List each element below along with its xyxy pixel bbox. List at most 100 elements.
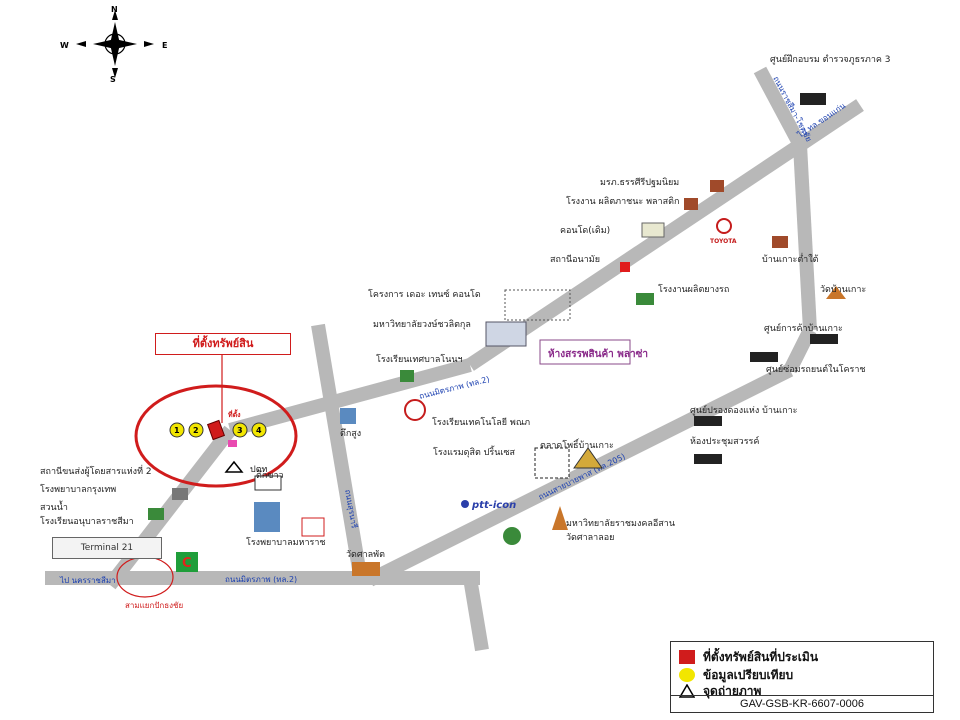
place-label: ศูนย์ฝึกอบรม ตำรวจภูธรภาค 3 [770, 53, 891, 65]
place-label: ห้องประชุมสวรรค์ [690, 435, 759, 447]
garage-icon [750, 352, 778, 362]
place-label: ปตท [250, 465, 268, 475]
place-label: โรงเรียนเทคโนโลยี พณภ [432, 417, 530, 428]
legend-comparable-swatch [679, 668, 695, 682]
place-label: บ้านเกาะต่ำใต้ [762, 252, 819, 265]
place-label: สถานีขนส่งผู้โดยสารแห่งที่ 2 [40, 464, 152, 477]
comparable-2[interactable] [188, 422, 204, 438]
place-label: โรงพยาบาลกรุงเทพ [40, 484, 116, 495]
compass-e-label: E [162, 41, 167, 50]
compass-rose: N S E W [60, 5, 167, 84]
compass-w-label: W [60, 41, 69, 50]
house-icon [772, 236, 788, 248]
comparable-1-label: 1 [174, 426, 180, 435]
road-to-korat [104, 425, 236, 590]
subject-label-box: ที่ตั้งทรัพย์สิน [155, 333, 291, 355]
photo-point-icon[interactable] [224, 460, 244, 473]
report-code: GAV-GSB-KR-6607-0006 [671, 695, 933, 712]
temple-icon [826, 286, 846, 299]
road-mittraphap-upper [228, 358, 472, 437]
temple-icon [552, 506, 568, 530]
compass-n-label: N [111, 5, 118, 14]
place-label: วัดบ้านเกาะ [820, 284, 866, 295]
place-label: โครงการ เดอะ เทนซ์ คอนโด [368, 288, 481, 300]
subject-circle [134, 384, 298, 488]
road-label-to-korat: ไป นครราชสีมา [59, 576, 116, 585]
place-label: ตึกขาว [256, 470, 284, 481]
place-label: วัดศาลาลอย [566, 533, 614, 543]
landmark-c-label: C [182, 556, 192, 571]
comparable-3[interactable] [232, 422, 248, 438]
road-label-mittraphap: ถนนมิตรภาพ (ทล.2) [225, 575, 297, 584]
building-icon [254, 475, 282, 491]
mall-icon [810, 334, 838, 344]
road-south [463, 576, 489, 652]
legend-photo-label: จุดถ่ายภาพ [703, 683, 762, 698]
hospital-icon [301, 517, 325, 537]
road-north-right [796, 99, 864, 151]
university-icon [503, 527, 521, 545]
hospital-icon [254, 502, 280, 532]
hospital-icon [620, 262, 630, 272]
place-label: มหาวิทยาลัยวงษ์ชวลิตกุล [373, 318, 471, 330]
legend-subject-swatch [679, 650, 695, 664]
legend-subject-label: ที่ตั้งทรัพย์สินที่ประเมิน [703, 649, 819, 664]
place-label: โรงแรมดุสิต ปริ้นเซส [433, 445, 516, 458]
compass-s-label: S [110, 75, 116, 84]
road-east-vertical [793, 144, 817, 331]
place-label: วัดศาลพัต [346, 550, 385, 560]
place-label: มหาวิทยาลัยราชมงคลอีสาน [566, 518, 675, 529]
school-icon [404, 399, 426, 421]
legend-comparable-label: ข้อมูลเปรียบเทียบ [703, 667, 794, 682]
place-label: ptt-icon [471, 500, 516, 511]
place-label: ตลาดโพธิ์บ้านเกาะ [540, 438, 614, 451]
comparable-4[interactable] [251, 422, 267, 438]
place-label: โรงพยาบาลมหาราช [246, 537, 326, 548]
legend-row-subject: ที่ตั้งทรัพย์สินที่ประเมิน [679, 648, 818, 666]
place-label: โรงงาน ผลิตภาชนะ พลาสติก [566, 196, 679, 207]
building-icon [340, 408, 356, 424]
condo-icon [641, 222, 665, 238]
place-label: ห้างสรรพสินค้า พลาซ่า [548, 348, 648, 360]
legend-row-photo: จุดถ่ายภาพ [679, 682, 761, 700]
factory-icon [636, 293, 654, 305]
place-label: TOYOTA [710, 238, 737, 245]
bus-icon [172, 488, 188, 500]
school-icon [400, 370, 414, 382]
subject-marker[interactable] [206, 419, 226, 441]
hotel-icon [534, 447, 570, 479]
market-icon [573, 447, 603, 469]
comparable-4-label: 4 [256, 426, 262, 435]
mall-icon [539, 339, 631, 365]
toyota-icon [716, 218, 732, 234]
road-east-bend [783, 326, 817, 374]
ptt-icon [461, 500, 469, 508]
terminal-21-label: Terminal 21 [52, 537, 162, 559]
school-icon [710, 180, 724, 192]
intersection-label: สามแยกปักธงชัย [125, 601, 183, 610]
park-icon [148, 508, 164, 520]
legend-row-comparable: ข้อมูลเปรียบเทียบ [679, 666, 793, 684]
place-label: ศูนย์การค้าบ้านเกาะ [764, 322, 843, 334]
road-north-top [753, 66, 807, 149]
temple-icon [352, 562, 380, 576]
places-layer: ศูนย์ฝึกอบรม ตำรวจภูธรภาค 3 มรภ.ธรรศีรีป… [40, 53, 891, 576]
building-icon [800, 93, 826, 105]
place-label: ตึกสูง [340, 428, 361, 439]
place-label: โรงเรียนเทศบาลโนนฯ [376, 354, 463, 365]
comparable-1[interactable] [169, 422, 185, 438]
place-label: ศูนย์ซ่อมรถยนต์ในโคราช [766, 363, 866, 375]
office-icon [694, 454, 722, 464]
comparable-2-label: 2 [193, 426, 199, 435]
factory-icon [684, 198, 698, 210]
condo-icon [504, 289, 571, 321]
place-label: สถานีอนามัย [550, 254, 600, 265]
comparable-3-label: 3 [237, 426, 243, 435]
comparable-markers: 1 2 3 4 [169, 422, 267, 438]
road-vertical-mid [311, 323, 367, 577]
place-label: สวนน้ำ [40, 500, 68, 513]
place-label: โรงงานผลิตยางรถ [658, 284, 729, 295]
road-highway-205 [366, 363, 794, 587]
place-label: โรงเรียนอนุบาลราชสีมา [40, 516, 134, 527]
